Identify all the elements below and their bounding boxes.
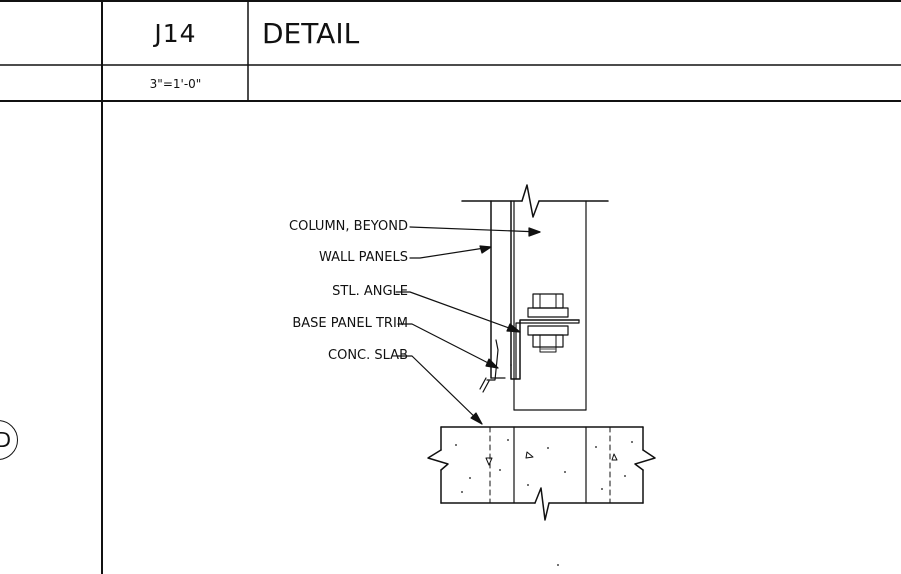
detail-number: J14 [154,18,197,48]
column-beyond [513,200,587,411]
callout-base-panel-trim: BASE PANEL TRIM [292,316,408,331]
leader-lines [395,226,541,425]
base-panel-trim [479,339,499,393]
detail-scale: 3"=1'-0" [149,77,202,91]
callout-conc-slab: CONC. SLAB [328,348,408,363]
steel-angle [510,319,580,380]
wall-panel [490,200,512,379]
detail-title: DETAIL [262,16,360,50]
anchor-bolt [527,293,569,353]
column-top-break [461,184,609,218]
callout-stl-angle: STL. ANGLE [332,284,408,299]
callout-column-beyond: COLUMN, BEYOND [289,219,408,234]
concrete-slab [427,426,656,566]
callout-wall-panels: WALL PANELS [319,250,408,265]
